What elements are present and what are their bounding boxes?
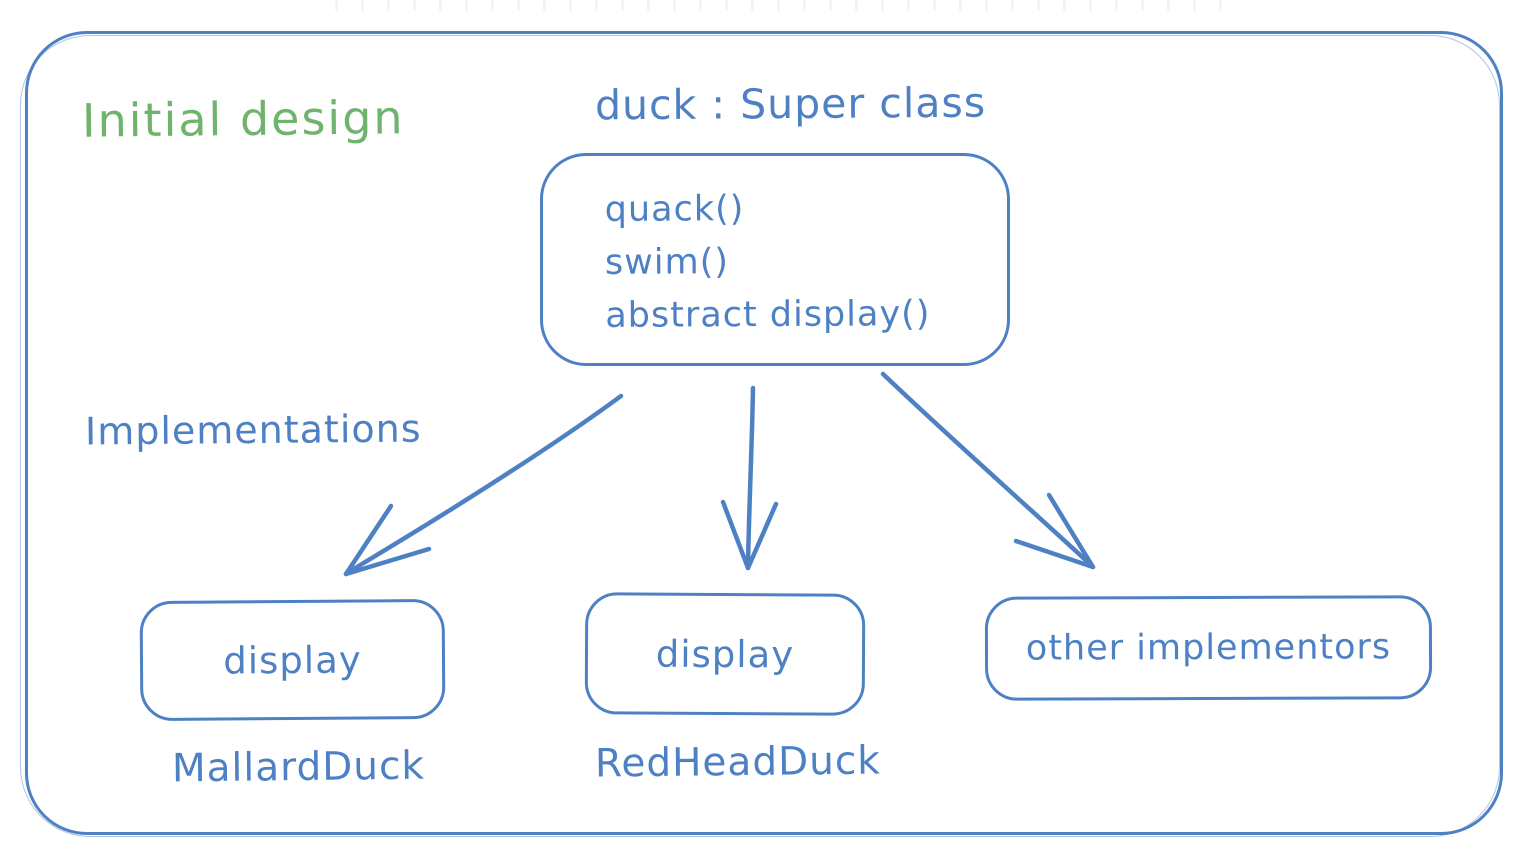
arrow-to-other-implementors (880, 371, 1096, 570)
superclass-box (540, 153, 1010, 366)
diagram-outer-frame (25, 31, 1503, 835)
cropped-ghost-text (335, 0, 1225, 11)
arrow-to-mallardduck (343, 393, 624, 577)
implementor-box-redheadduck: display (584, 592, 866, 716)
implementor-box-mallardduck: display (139, 598, 446, 722)
implementor-box-label: display (223, 638, 362, 682)
caption-mallardduck: MallardDuck (171, 743, 426, 792)
caption-redheadduck: RedHeadDuck (594, 738, 882, 787)
implementor-box-label: display (655, 632, 795, 676)
diagram-outer-frame-echo (20, 35, 1500, 837)
arrow-to-redheadduck (720, 385, 779, 571)
implementor-box-others: other implementors (984, 595, 1433, 701)
implementor-box-label: other implementors (1025, 627, 1392, 669)
